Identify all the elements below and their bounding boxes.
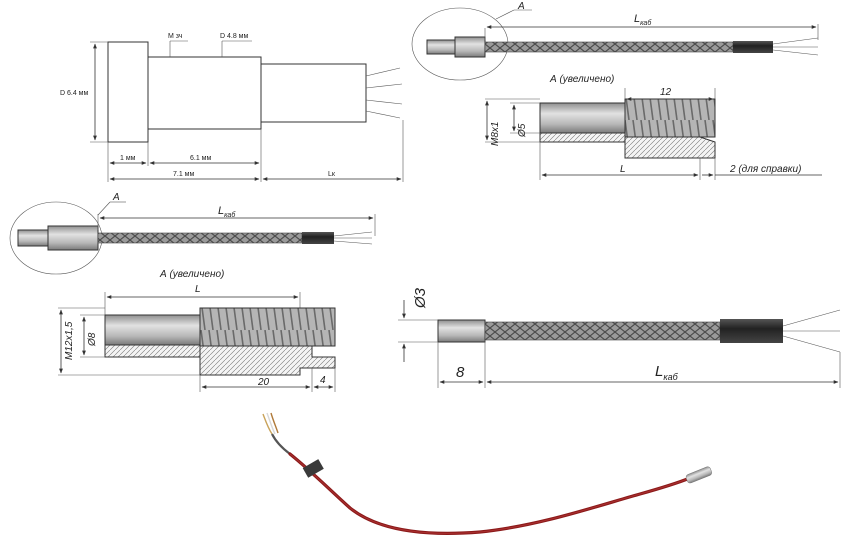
dim-l-kab-4: Lкаб [655,363,679,382]
dim-8: 8 [456,364,465,381]
callout-label-a-3: A [112,192,120,203]
dim-1mm: 1 мм [120,155,136,162]
dim-m12x1-5: M12x1,5 [64,321,75,360]
braided-cable [484,41,734,53]
cable-wires [772,37,819,56]
dim-4: 4 [320,375,326,386]
label-thread-m: M зч [168,33,183,40]
diagram-m8-sensor: A Lкаб А (увеличено) 12 [411,1,822,180]
view-title-a-enlarged-2: А (увеличено) [549,74,614,85]
photo-sleeve [302,459,324,478]
braided-cable-3 [97,232,303,244]
dim-d-6-4: D 6.4 мм [60,90,88,97]
cable-sleeve-3 [302,232,334,244]
photo-probe [685,466,712,484]
cable-sleeve-4 [720,319,783,343]
dim-2-reference: 2 (для справки) [729,164,801,175]
dim-l-kab-3: Lкаб [218,205,236,219]
probe-fitting [454,36,486,58]
braided-cable-4 [484,321,721,341]
dim-dia-8: Ø8 [87,332,98,347]
probe-fitting-3 [47,225,99,251]
probe-tip [426,39,456,55]
photo-red-cable [288,452,692,535]
sensor-cable-section [260,63,367,123]
probe-tip-4 [437,319,486,343]
section-hatch-2b [624,136,716,159]
view-title-a-enlarged-3: А (увеличено) [159,269,224,280]
dim-m8x1: M8x1 [490,122,501,146]
enlarged-sheath-2 [539,102,626,134]
sensor-wires [365,67,403,119]
sensor-photo [262,412,712,535]
dim-7-1mm: 7.1 мм [173,171,194,178]
photo-wires [262,412,291,455]
sensor-head [107,41,149,143]
dim-l-kab-2: Lкаб [634,13,652,27]
label-d-4-8: D 4.8 мм [220,33,248,40]
dim-dia-3: Ø3 [412,287,429,309]
section-hatch-2a [539,132,626,143]
cable-wires-4 [782,309,841,353]
diagram-sensor-outline: D 6.4 мм M зч D 4.8 мм 1 мм 6.1 мм 7.1 м… [60,33,404,182]
dim-20: 20 [257,377,270,388]
diagram-m12-sensor: A Lкаб А (увеличено) L M12x [9,192,376,392]
enlarged-thread-3 [199,307,336,347]
callout-label-a: A [517,1,525,12]
cable-sleeve [733,41,773,53]
dim-lk: Lк [328,171,336,178]
dim-l-2: L [620,164,626,175]
cable-wires-3 [333,231,373,245]
enlarged-sheath-3 [104,314,201,346]
section-hatch-3b [199,345,336,376]
probe-tip-3 [17,229,49,247]
enlarged-thread-2 [624,98,716,138]
dim-dia-5: Ø5 [517,123,528,138]
dim-l-3: L [195,284,201,295]
diagram-d3-sensor: Ø3 8 Lкаб [398,287,841,388]
dim-6-1mm: 6.1 мм [190,155,211,162]
dim-12: 12 [660,87,672,98]
sensor-sheath [147,56,262,130]
section-hatch-3a [104,344,201,358]
